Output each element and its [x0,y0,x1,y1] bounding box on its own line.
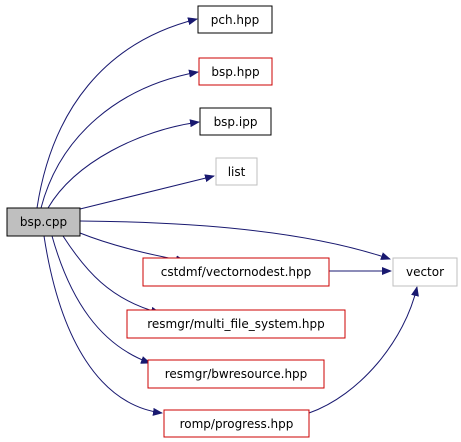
edge-bsp-cpp-to-list [79,174,215,210]
node-pch-hpp[interactable]: pch.hpp [197,5,273,34]
edge-bsp-cpp-to-bwresource [51,235,151,364]
node-bsp-cpp[interactable]: bsp.cpp [6,207,81,237]
node-romp-progress[interactable]: romp/progress.hpp [163,409,310,438]
node-box [197,5,273,34]
node-bsp-ipp[interactable]: bsp.ipp [199,107,272,136]
edge-bsp-cpp-to-pch-hpp [36,17,198,209]
node-box [392,257,458,287]
edge-bsp-cpp-to-bsp-ipp [47,119,200,209]
node-cstdmf-vectornodest[interactable]: cstdmf/vectornodest.hpp [142,257,330,287]
node-resmgr-bwresource[interactable]: resmgr/bwresource.hpp [147,359,325,389]
node-label: bsp.ipp [214,115,258,129]
node-box [126,309,346,339]
edge-bsp-cpp-to-vector [79,220,391,260]
node-box [142,257,330,287]
edges [36,17,419,416]
edge-bsp-cpp-to-bsp-hpp [40,69,199,209]
node-resmgr-multi-file-system[interactable]: resmgr/multi_file_system.hpp [126,309,346,339]
node-box [199,107,272,136]
node-box [163,409,310,438]
node-box [198,57,273,86]
node-bsp-hpp[interactable]: bsp.hpp [198,57,273,86]
node-box [215,157,258,186]
node-label: list [228,165,246,179]
node-label: romp/progress.hpp [180,417,294,431]
node-list[interactable]: list [215,157,258,186]
edge-bsp-cpp-to-cstdmf [79,232,186,264]
node-label: vector [406,265,444,279]
edge-bsp-cpp-to-multi-file-system [62,235,161,315]
node-vector[interactable]: vector [392,257,458,287]
node-label: pch.hpp [211,13,259,27]
node-label: cstdmf/vectornodest.hpp [161,265,312,279]
node-box [147,359,325,389]
node-box [6,207,81,237]
node-label: bsp.hpp [211,65,259,79]
edge-bsp-cpp-to-progress [43,235,163,416]
node-label: resmgr/multi_file_system.hpp [147,317,325,331]
edge-progress-to-vector [308,286,419,414]
node-label: resmgr/bwresource.hpp [165,367,308,381]
node-label: bsp.cpp [20,215,67,229]
